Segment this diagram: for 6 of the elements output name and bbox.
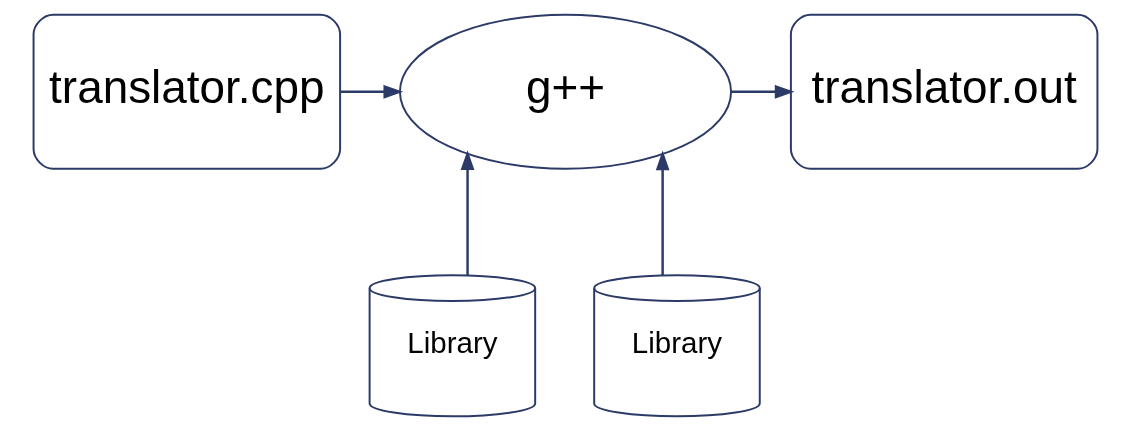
node-box: translator.out xyxy=(789,13,1098,170)
arrow xyxy=(731,84,794,99)
arrow xyxy=(460,150,474,276)
arrow xyxy=(655,150,670,276)
arrow xyxy=(339,84,403,99)
node-box: translator.cpp xyxy=(32,13,341,170)
